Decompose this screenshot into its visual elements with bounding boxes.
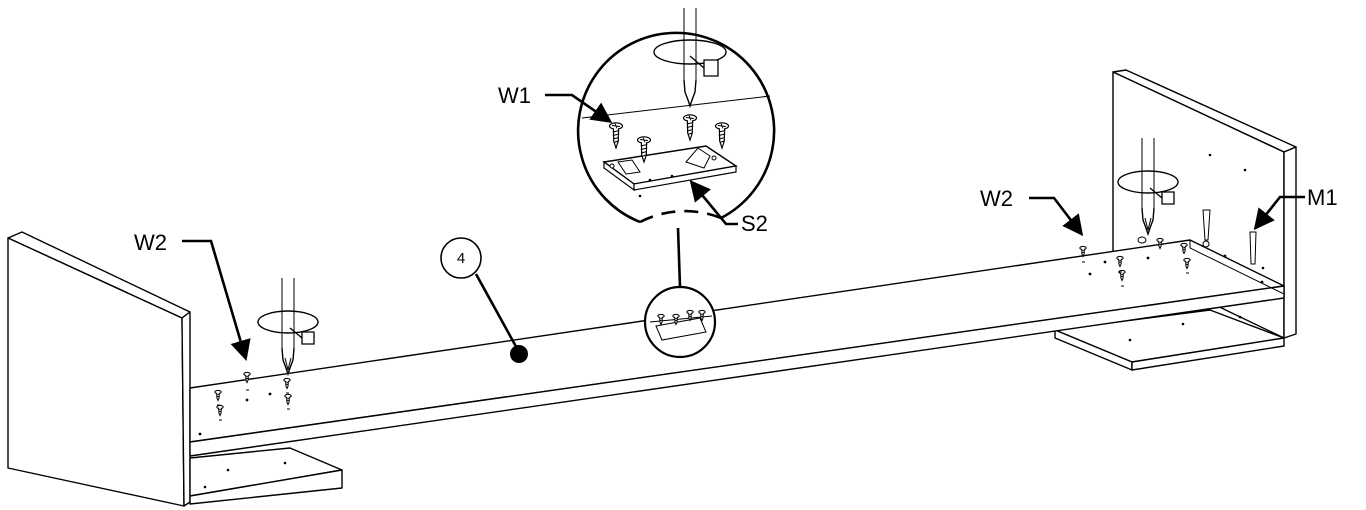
panel-number: 4 — [457, 250, 465, 267]
callout-w2-left-label: W2 — [134, 230, 167, 255]
panel-number-badge: 4 — [440, 237, 528, 363]
detail-view — [576, 8, 776, 224]
callout-w2-right: W2 — [980, 186, 1084, 237]
bracket-icon — [602, 145, 738, 198]
callout-s2-label: S2 — [741, 211, 768, 236]
callout-s2: S2 — [689, 179, 768, 236]
callout-m1-label: M1 — [1307, 185, 1338, 210]
left-foot-plate — [189, 447, 343, 505]
long-board — [189, 239, 1285, 457]
callout-w2-right-label: W2 — [980, 186, 1013, 211]
rotation-arrow-icon — [653, 8, 727, 109]
right-screw-group — [1079, 236, 1191, 287]
callout-w2-left: W2 — [134, 230, 251, 361]
callout-m1: M1 — [1253, 185, 1338, 231]
left-screw-group — [214, 371, 292, 421]
magnifier-circle-icon — [643, 227, 717, 359]
board-holes — [198, 254, 1264, 436]
cam-connectors — [1202, 209, 1257, 265]
left-side-panel — [7, 231, 191, 507]
callout-w1-label: W1 — [498, 83, 531, 108]
furniture-assembly: 4 — [7, 69, 1297, 507]
callout-w1: W1 — [498, 83, 613, 123]
